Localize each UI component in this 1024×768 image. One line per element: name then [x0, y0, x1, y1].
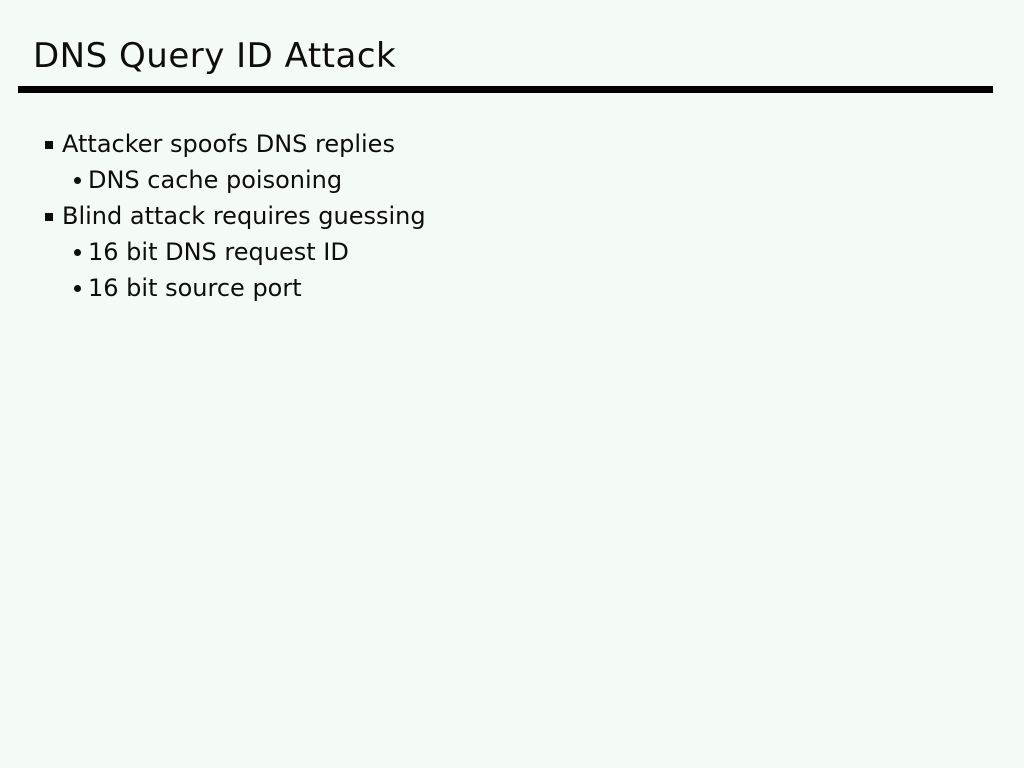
bullet-item: DNS cache poisoning [0, 162, 1024, 198]
bullet-item: 16 bit DNS request ID [0, 234, 1024, 270]
bullet-text: Blind attack requires guessing [62, 202, 426, 230]
square-bullet-icon [45, 213, 53, 221]
slide-title: DNS Query ID Attack [33, 36, 397, 76]
square-bullet-icon [45, 141, 53, 149]
bullet-text: 16 bit DNS request ID [88, 238, 349, 266]
bullet-text: Attacker spoofs DNS replies [62, 130, 395, 158]
round-bullet-icon [74, 249, 81, 256]
round-bullet-icon [74, 285, 81, 292]
title-underline [18, 86, 993, 93]
bullet-item: Blind attack requires guessing [0, 198, 1024, 234]
round-bullet-icon [74, 177, 81, 184]
bullet-item: Attacker spoofs DNS replies [0, 126, 1024, 162]
bullet-text: DNS cache poisoning [88, 166, 343, 194]
bullet-item: 16 bit source port [0, 270, 1024, 306]
bullet-text: 16 bit source port [88, 274, 302, 302]
